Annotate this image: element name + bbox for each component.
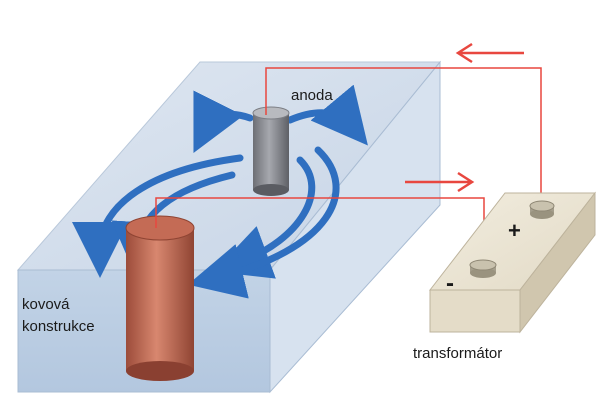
transformer-label: transformátor <box>413 345 502 362</box>
flow-arrow-middle <box>405 171 475 193</box>
anode-cylinder <box>252 106 290 196</box>
minus-sign: - <box>446 270 454 297</box>
anode-wire <box>265 67 542 210</box>
flow-arrow-top <box>455 42 524 64</box>
anode-label: anoda <box>291 87 333 104</box>
current-arrow <box>213 156 316 279</box>
current-arrow <box>72 154 244 278</box>
structure-label-line2: konstrukce <box>22 318 95 335</box>
current-arrow <box>187 146 340 299</box>
current-flow-arrows <box>72 84 368 299</box>
positive-terminal <box>529 200 555 219</box>
current-arrow <box>193 90 254 154</box>
structure-label-line1: kovová <box>22 296 70 313</box>
transformer-box: + - <box>428 191 597 334</box>
current-arrow <box>286 84 368 146</box>
negative-terminal <box>469 259 497 278</box>
metal-structure-cylinder <box>125 215 195 381</box>
plus-sign: + <box>508 218 521 243</box>
